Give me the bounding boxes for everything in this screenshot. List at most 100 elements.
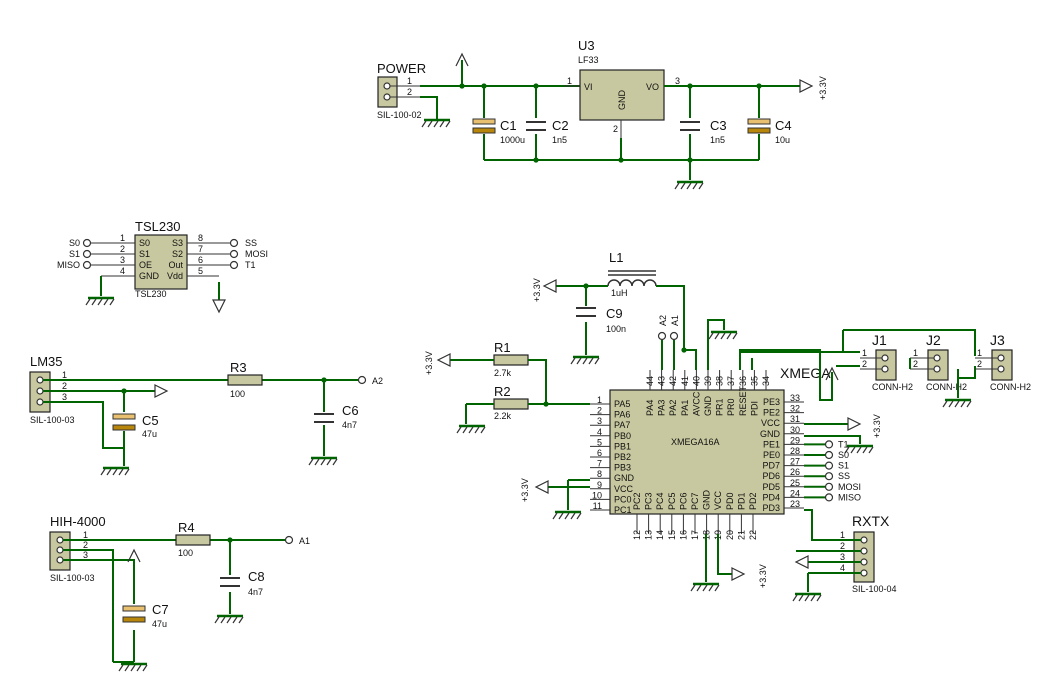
hih-pin-1: 1	[83, 530, 88, 540]
ground-symbol	[117, 662, 149, 673]
r4-value: 100	[178, 548, 193, 558]
capacitor-c9: C9 100n	[576, 306, 626, 334]
c6-value: 4n7	[342, 420, 357, 430]
mcu-net-terminal	[824, 440, 834, 449]
rxtx-pin-3: 3	[840, 552, 845, 562]
mcu-net-terminal	[824, 493, 834, 502]
tsl-vdd-arrow-icon	[212, 299, 226, 314]
r1-ref: R1	[494, 340, 511, 355]
tsl-right-pin-name: Vdd	[167, 271, 183, 281]
j3-value: CONN-H2	[990, 382, 1031, 392]
connector-j1: J1 CONN-H2 1 2	[860, 332, 913, 392]
a2-label: A2	[372, 376, 383, 386]
c7-ref: C7	[152, 602, 169, 617]
mcu-left-pin-num: 3	[597, 416, 602, 426]
tsl-right-pin-name: S3	[172, 238, 183, 248]
mcu-left-pin-name: PB2	[614, 452, 631, 462]
mcu-bottom-pin-num: 17	[690, 530, 700, 540]
ground-symbol	[673, 180, 705, 191]
mcu-right-pin-num: 29	[790, 435, 800, 445]
tsl-right-pin-num: 5	[198, 266, 203, 276]
r2-value: 2.2k	[494, 411, 512, 421]
a2-top-terminal	[657, 331, 667, 341]
hih4000-connector: HIH-4000 SIL-100-03 1 2 3	[49, 514, 106, 583]
a1-top-terminal	[669, 331, 679, 341]
rxtx-ref: RXTX	[852, 513, 890, 529]
mcu-right-pin-num: 28	[790, 446, 800, 456]
mcu-bottom-pin-num: 22	[748, 530, 758, 540]
j1-pin-2: 2	[862, 359, 867, 369]
c4-ref: C4	[775, 118, 792, 133]
tsl-left-net-terminal	[82, 249, 92, 259]
j2-pin-1: 1	[913, 348, 918, 358]
c6-ref: C6	[342, 403, 359, 418]
mcu-left-pin-num: 5	[597, 437, 602, 447]
mcu-right-pin-name: VCC	[761, 418, 781, 428]
c5-ref: C5	[142, 413, 159, 428]
capacitor-c8: C8 4n7	[220, 569, 265, 597]
mcu-right-pin-name: PE1	[763, 439, 780, 449]
ground-symbol	[84, 296, 116, 307]
tsl-right-net-label: T1	[245, 260, 256, 270]
j1-value: CONN-H2	[872, 382, 913, 392]
rail-label-l1: +3.3V	[532, 278, 542, 302]
capacitor-c3: C3 1n5	[680, 118, 727, 145]
c3-ref: C3	[710, 118, 727, 133]
mcu-right-pin-name: PE0	[763, 450, 780, 460]
mcu-bottom-pin-num: 13	[644, 530, 654, 540]
u3-pin-1: 1	[567, 76, 572, 86]
mcu-top-pin-name: PA1	[680, 400, 690, 416]
mcu-right-pin-num: 27	[790, 457, 800, 467]
r2-ref: R2	[494, 384, 511, 399]
tsl-left-net-terminal	[82, 260, 92, 270]
c3-value: 1n5	[710, 135, 725, 145]
mcu-bottom-pin-num: 16	[678, 530, 688, 540]
lm35-ref: LM35	[30, 354, 63, 369]
tsl-right-pin-num: 6	[198, 255, 203, 265]
mcu-bottom-pin-name: VCC	[713, 490, 723, 510]
hih-flag-icon	[127, 548, 141, 563]
ground-symbol	[941, 398, 973, 409]
mcu-net-terminal	[824, 472, 834, 481]
mcu-left-pin-name: PB1	[614, 441, 631, 451]
c9-value: 100n	[606, 324, 626, 334]
l1-value: 1uH	[611, 288, 628, 298]
mcu-bottom-arrow-icon	[731, 567, 746, 581]
ground-symbol	[420, 118, 452, 129]
mcu-top-pin-num: 44	[645, 376, 655, 386]
j3-pin-1: 1	[977, 348, 982, 358]
mcu-left-pin-num: 2	[597, 406, 602, 416]
mcu-left-pin-num: 9	[597, 480, 602, 490]
mcu-top-pin-num: 35	[749, 376, 759, 386]
mcu-left-pin-name: PA7	[614, 420, 630, 430]
mcu-bottom-pin-num: 15	[667, 530, 677, 540]
wire-l1	[556, 285, 685, 355]
u3-pin-3: 3	[675, 76, 680, 86]
mcu-bottom-pin-name: PC5	[667, 492, 677, 510]
lm35-pin-3: 3	[62, 392, 67, 402]
ground-symbol	[843, 444, 875, 455]
mcu-bottom-pin-name: PC3	[644, 492, 654, 510]
mcu-left-pin-num: 1	[597, 395, 602, 405]
mcu-right-pin-num: 30	[790, 425, 800, 435]
xmega-flag-icon	[825, 366, 839, 381]
c1-value: 1000u	[500, 135, 525, 145]
power-ref: POWER	[377, 61, 426, 76]
tsl-left-pin-num: 3	[120, 255, 125, 265]
rail-label-mcu-bottom: +3.3V	[758, 564, 768, 588]
u3-pin-gnd: GND	[617, 90, 627, 111]
ground-symbol	[707, 330, 739, 341]
mcu-left-pin-name: GND	[614, 473, 635, 483]
tsl-left-pin-name: S1	[139, 249, 150, 259]
mcu-right-pin-name: PD6	[762, 471, 780, 481]
mcu-right-pin-num: 33	[790, 393, 800, 403]
rail-label-r1: +3.3V	[424, 351, 434, 375]
resistor-r2: R2 2.2k	[493, 384, 529, 421]
mcu-right-pin-num: 26	[790, 467, 800, 477]
u3-pin-vi: VI	[584, 82, 593, 92]
resistor-r1: R1 2.7k	[493, 340, 529, 378]
tsl-right-pin-name: S2	[172, 249, 183, 259]
mcu-bottom-pin-name: PC7	[690, 492, 700, 510]
connector-j3: J3 CONN-H2 1 2	[975, 332, 1031, 392]
